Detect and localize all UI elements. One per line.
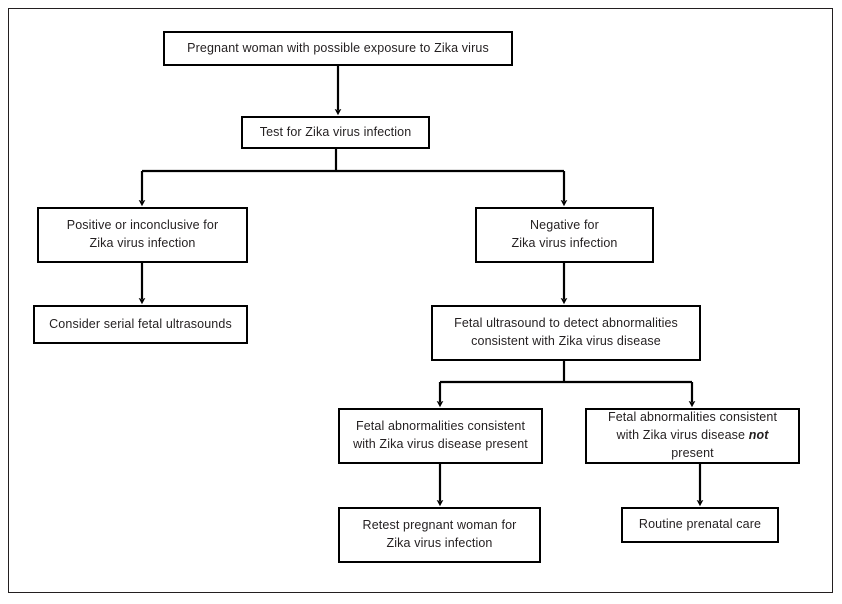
node-label: Fetal ultrasound to detect abnormalities… — [454, 316, 678, 348]
node-label-line2-prefix: with Zika virus disease — [616, 428, 749, 443]
node-label: Routine prenatal care — [638, 517, 762, 532]
node-label-emphasis-not: not — [748, 428, 769, 443]
node-negative-for-zika: Negative for Zika virus infection — [475, 207, 654, 263]
node-label-line1: Fetal abnormalities consistent — [607, 410, 778, 425]
node-retest-pregnant-woman: Retest pregnant woman for Zika virus inf… — [338, 507, 541, 563]
node-fetal-ultrasound-detect-abnormalities: Fetal ultrasound to detect abnormalities… — [431, 305, 701, 361]
node-label: Fetal abnormalities consistent with Zika … — [587, 409, 798, 462]
node-label: Negative for Zika virus infection — [511, 218, 618, 250]
node-label: Test for Zika virus infection — [259, 124, 412, 139]
node-label: Pregnant woman with possible exposure to… — [187, 40, 489, 55]
node-label-line2-suffix: present — [671, 445, 714, 460]
node-positive-or-inconclusive: Positive or inconclusive for Zika virus … — [37, 207, 248, 263]
node-label: Positive or inconclusive for Zika virus … — [66, 218, 219, 250]
node-pregnant-woman-exposure: Pregnant woman with possible exposure to… — [163, 31, 513, 66]
node-abnormalities-present: Fetal abnormalities consistent with Zika… — [338, 408, 543, 464]
node-test-for-zika: Test for Zika virus infection — [241, 116, 430, 149]
node-consider-serial-fetal-ultrasounds: Consider serial fetal ultrasounds — [33, 305, 248, 344]
node-routine-prenatal-care: Routine prenatal care — [621, 507, 779, 543]
node-abnormalities-not-present: Fetal abnormalities consistent with Zika … — [585, 408, 800, 464]
node-label: Consider serial fetal ultrasounds — [49, 316, 232, 331]
node-label: Retest pregnant woman for Zika virus inf… — [362, 518, 517, 550]
node-label: Fetal abnormalities consistent with Zika… — [353, 419, 528, 451]
page-frame-border — [8, 8, 833, 593]
